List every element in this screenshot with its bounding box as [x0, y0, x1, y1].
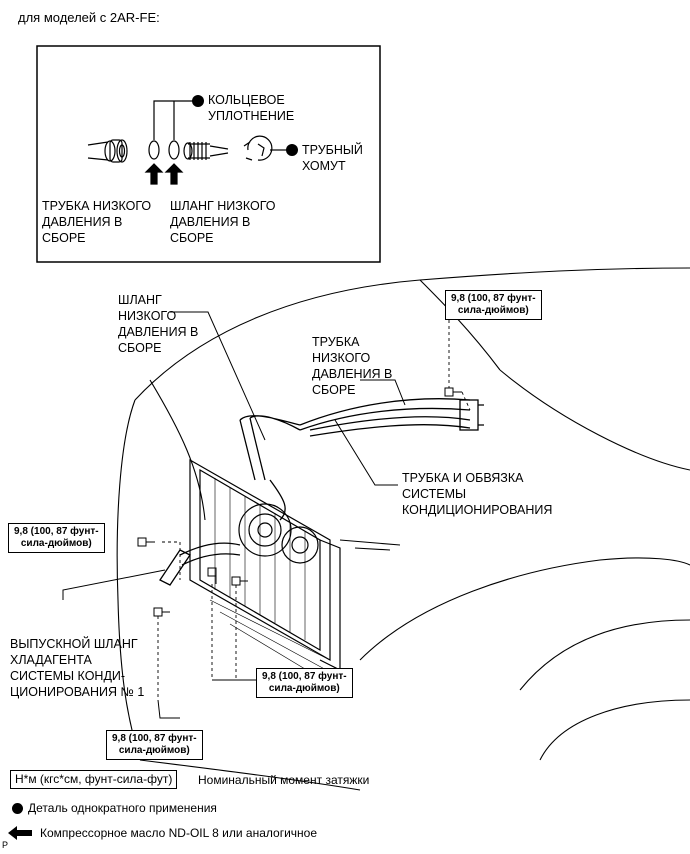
inset-clamp-drawing — [243, 135, 286, 161]
inset-tube-label: ТРУБКА НИЗКОГО ДАВЛЕНИЯ В СБОРЕ — [42, 199, 152, 245]
torque-callout-left: 9,8 (100, 87 фунт- сила-дюймов) — [8, 523, 105, 553]
inset-tube-drawing — [87, 139, 128, 163]
oil-arrow-icon — [8, 826, 32, 840]
oil-arrow-1 — [144, 163, 164, 185]
o-ring-label: КОЛЬЦЕВОЕ УПЛОТНЕНИЕ — [208, 93, 295, 123]
dashed-guides — [157, 320, 471, 700]
oil-arrow-2 — [164, 163, 184, 185]
o-ring-dot-icon — [192, 95, 204, 107]
inset-frame — [36, 45, 381, 263]
legend-torque-text: Номинальный момент затяжки — [198, 773, 370, 787]
o-ring-1 — [148, 140, 160, 160]
inset-hose-drawing — [183, 142, 229, 160]
page-header: для моделей с 2AR-FE: — [18, 10, 160, 25]
pipe-clamp-label: ТРУБНЫЙ ХОМУТ — [302, 143, 363, 173]
torque-callout-center: 9,8 (100, 87 фунт- сила-дюймов) — [256, 668, 353, 698]
piping-drawing — [159, 398, 484, 586]
legend-oil-text: Компрессорное масло ND-OIL 8 или аналоги… — [40, 826, 318, 840]
inset-hose-label: ШЛАНГ НИЗКОГО ДАВЛЕНИЯ В СБОРЕ — [170, 199, 276, 245]
legend-nonreusable-text: Деталь однократного применения — [28, 801, 217, 815]
hose-assembly-label: ШЛАНГ НИЗКОГО ДАВЛЕНИЯ В СБОРЕ — [118, 293, 199, 355]
compressor-drawing — [238, 503, 319, 564]
condenser-drawing — [189, 458, 341, 685]
o-ring-2 — [168, 140, 180, 160]
torque-callout-bottom: 9,8 (100, 87 фунт- сила-дюймов) — [106, 730, 203, 760]
ac-system-label: ТРУБКА И ОБВЯЗКА СИСТЕМЫ КОНДИЦИОНИРОВАН… — [402, 471, 553, 517]
o-ring-leader — [153, 100, 194, 140]
legend-torque-box: Н*м (кгс*см, фунт-сила-фут) — [10, 770, 178, 789]
nonreusable-dot-icon — [12, 803, 23, 814]
torque-callout-top: 9,8 (100, 87 фунт- сила-дюймов) — [445, 290, 542, 320]
leader-lines — [62, 311, 406, 719]
car-body-outline — [116, 267, 690, 791]
pipe-clamp-dot-icon — [286, 144, 298, 156]
corner-mark: P — [2, 840, 9, 850]
tube-assembly-label: ТРУБКА НИЗКОГО ДАВЛЕНИЯ В СБОРЕ — [312, 335, 393, 397]
discharge-hose-label: ВЫПУСКНОЙ ШЛАНГ ХЛАДАГЕНТА СИСТЕМЫ КОНДИ… — [10, 637, 145, 699]
